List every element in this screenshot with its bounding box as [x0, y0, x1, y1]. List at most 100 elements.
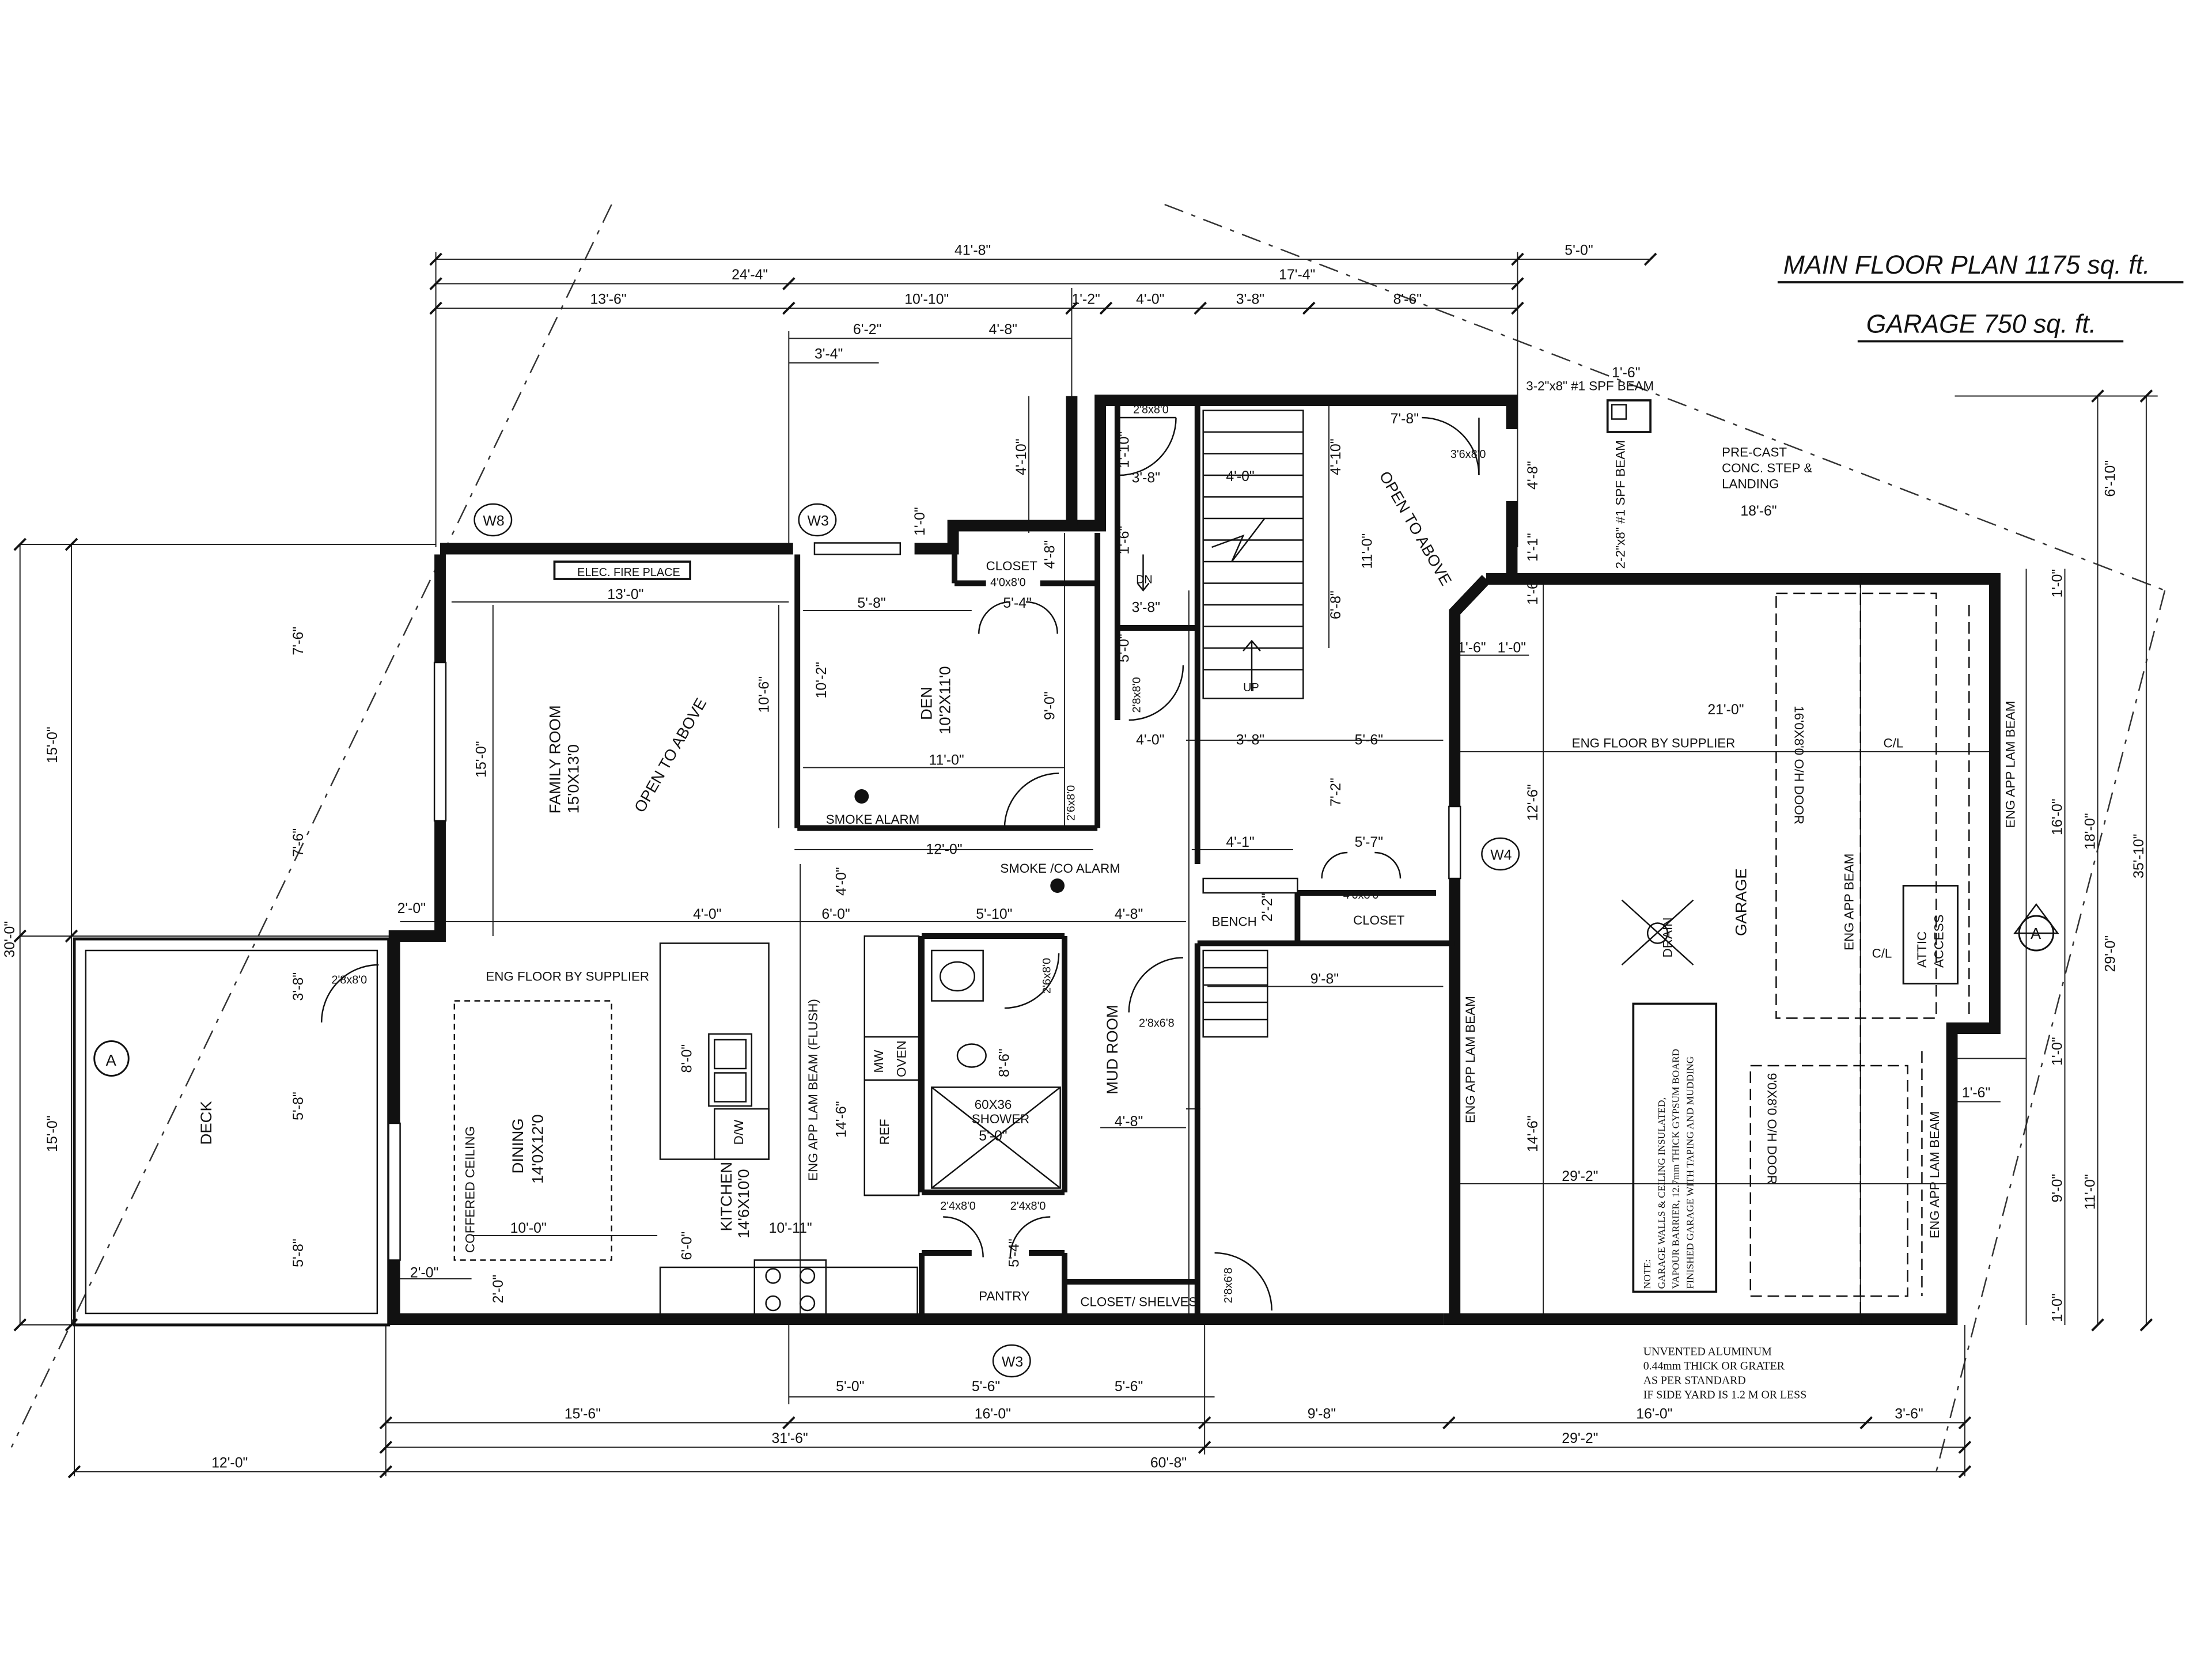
- cl-label-2: C/L: [1872, 946, 1892, 960]
- dim-right-6-10: 6'-10": [2102, 460, 2118, 497]
- dim-int-4-10-a: 4'-10": [1013, 438, 1029, 475]
- attic-label-2: ACCESS: [1932, 914, 1946, 968]
- door-2-6x8-bath: 2'6x8'0: [1040, 958, 1053, 994]
- unvented-note-2: 0.44mm THICK OR GRATER: [1643, 1359, 1785, 1372]
- dim-right-1-0-b: 1'-0": [2050, 1037, 2066, 1066]
- beam-flush-label: ENG APP LAM BEAM (FLUSH): [806, 999, 820, 1181]
- attic-label-1: ATTIC: [1915, 931, 1929, 968]
- dim-bot-12-0: 12'-0": [211, 1455, 248, 1471]
- smoke-alarm-icons: [854, 789, 1065, 893]
- dim-int-5-4b: 5'-4": [1006, 1238, 1022, 1267]
- dim-top-3-8: 3'-8": [1236, 291, 1264, 307]
- stairs: [1137, 410, 1304, 1038]
- precast-step: [1606, 399, 1652, 433]
- room-closet-shelves: CLOSET/ SHELVES: [1080, 1294, 1197, 1309]
- dim-int-2-2: 2'-2": [1259, 893, 1275, 922]
- room-closet-den: CLOSET: [986, 559, 1038, 573]
- dim-bot-16-0-a: 16'-0": [975, 1406, 1011, 1422]
- oh-door-label-1: 16'0X8'0 O/H DOOR: [1792, 706, 1806, 824]
- open-to-above-entry: OPEN TO ABOVE: [1376, 468, 1456, 588]
- dim-int-4-8c: 4'-8": [1525, 461, 1541, 490]
- dim-int-2-0-c: 2'-0": [490, 1275, 506, 1304]
- dim-int-13-0: 13'-0": [607, 586, 643, 603]
- dim-int-3-8-a: 3'-8": [1132, 469, 1160, 486]
- dim-int-9-0: 9'-0": [1042, 691, 1058, 720]
- dim-int-6-0b: 6'-0": [679, 1232, 695, 1260]
- dim-int-14-6b: 14'-6": [1525, 1115, 1541, 1152]
- eng-floor-label-garage: ENG FLOOR BY SUPPLIER: [1572, 736, 1736, 750]
- precast-line-2: CONC. STEP &: [1722, 461, 1812, 475]
- dim-bot-3-6: 3'-6": [1895, 1406, 1923, 1422]
- coffered-ceiling-label: COFFERED CEILING: [463, 1126, 478, 1253]
- dim-int-10-2: 10'-2": [813, 662, 830, 699]
- dim-right-18-6: 18'-6": [1740, 503, 1777, 519]
- drain-label: DRAIN: [1660, 918, 1675, 958]
- dim-int-10-6: 10'-6": [756, 676, 772, 713]
- spf-beam-label-2: 2-2"x8" #1 SPF BEAM: [1613, 440, 1628, 569]
- dim-right-1-0-c: 1'-0": [2050, 1293, 2066, 1322]
- unvented-note-4: IF SIDE YARD IS 1.2 M OR LESS: [1643, 1388, 1807, 1401]
- dim-int-4-1: 4'-1": [1226, 834, 1254, 850]
- dim-top-1-2: 1'-2": [1071, 291, 1100, 307]
- dim-int-2-0-a: 2'-0": [397, 900, 426, 916]
- dim-int-4-8b: 4'-8": [1115, 1113, 1143, 1130]
- dim-top-5-0: 5'-0": [1565, 242, 1593, 258]
- dim-int-9-8: 9'-8": [1310, 971, 1339, 987]
- dim-int-1-0b: 1'-0": [912, 507, 928, 536]
- dim-right-18-0: 18'-0": [2082, 813, 2099, 850]
- dim-int-4-8: 4'-8": [1115, 906, 1143, 922]
- dim-int-12-0: 12'-0": [926, 841, 962, 857]
- dim-left-15-0-a: 15'-0": [44, 726, 60, 763]
- room-deck: DECK: [197, 1101, 215, 1145]
- dim-top-3-4: 3'-4": [815, 346, 843, 362]
- dim-int-10-0: 10'-0": [510, 1220, 547, 1236]
- dim-int-11-0: 11'-0": [929, 752, 964, 768]
- door-4-0x8-closet: 4'0x8'0: [1343, 889, 1379, 902]
- dim-top-4-0: 4'-0": [1136, 291, 1164, 307]
- door-2-8x8-deck: 2'8x8'0: [332, 974, 368, 986]
- beam-lam-label-3: ENG APP LAM BEAM: [1927, 1111, 1942, 1238]
- dim-int-8-6: 8'-6": [996, 1048, 1012, 1077]
- stair-up-label: UP: [1243, 681, 1259, 694]
- dim-left-30-0: 30'-0": [2, 921, 18, 958]
- dim-int-4-0-d: 4'-0": [1136, 732, 1164, 748]
- shower-label: SHOWER: [972, 1112, 1029, 1126]
- dim-bot-31-6: 31'-6": [772, 1430, 808, 1446]
- dim-int-14-6: 14'-6": [834, 1101, 850, 1138]
- dim-int-21-0: 21'-0": [1707, 702, 1744, 718]
- attic-access: [1902, 885, 1959, 984]
- dim-int-4-10-b: 4'-10": [1328, 438, 1344, 475]
- fireplace-label: ELEC. FIRE PLACE: [577, 566, 680, 579]
- dim-int-5-6: 5'-6": [1355, 732, 1383, 748]
- dim-int-29-2: 29'-2": [1562, 1168, 1598, 1184]
- beam-lam-label-1: ENG APP LAM BEAM: [1463, 996, 1478, 1123]
- dim-int-1-1: 1'-1": [1525, 533, 1541, 562]
- tag-w8: W8: [483, 513, 504, 529]
- dim-int-10-11: 10'-11": [769, 1220, 812, 1236]
- dim-int-5-4: 5'-4": [1003, 595, 1031, 611]
- appliance-mw: MW: [872, 1050, 886, 1073]
- dim-right-29-0: 29'-0": [2102, 935, 2118, 972]
- dim-int-1-6c: 1'-6": [1457, 639, 1486, 656]
- tag-w3-bottom: W3: [1002, 1354, 1023, 1370]
- dim-left-3-8: 3'-8": [290, 972, 306, 1001]
- door-2-8x6-8-garage: 2'8x6'8: [1222, 1267, 1234, 1303]
- garage-area-title: GARAGE 750 sq. ft.: [1866, 309, 2096, 338]
- dim-bot-15-6: 15'-6": [565, 1406, 601, 1422]
- fireplace: [553, 560, 691, 580]
- window-tags: [474, 503, 1520, 1378]
- dim-right-16-0: 16'-0": [2050, 798, 2066, 835]
- dim-bot-5-0: 5'-0": [836, 1378, 864, 1395]
- shower-size: 60X36: [975, 1097, 1012, 1112]
- open-to-above-family: OPEN TO ABOVE: [631, 695, 710, 815]
- appliance-dw: D/W: [732, 1119, 746, 1145]
- dim-overall-top: 41'-8": [955, 242, 991, 258]
- section-marker-a-right: A: [2031, 925, 2041, 942]
- dim-int-1-0: 1'-0": [1498, 639, 1526, 656]
- dim-int-4-0-c: 4'-0": [1226, 468, 1254, 484]
- dim-left-5-8-b: 5'-8": [290, 1238, 306, 1267]
- eng-floor-label-dining: ENG FLOOR BY SUPPLIER: [486, 969, 649, 983]
- door-2-6x8-den: 2'6x8'0: [1065, 785, 1077, 821]
- precast-line-1: PRE-CAST: [1722, 445, 1787, 459]
- room-family: FAMILY ROOM: [546, 705, 564, 813]
